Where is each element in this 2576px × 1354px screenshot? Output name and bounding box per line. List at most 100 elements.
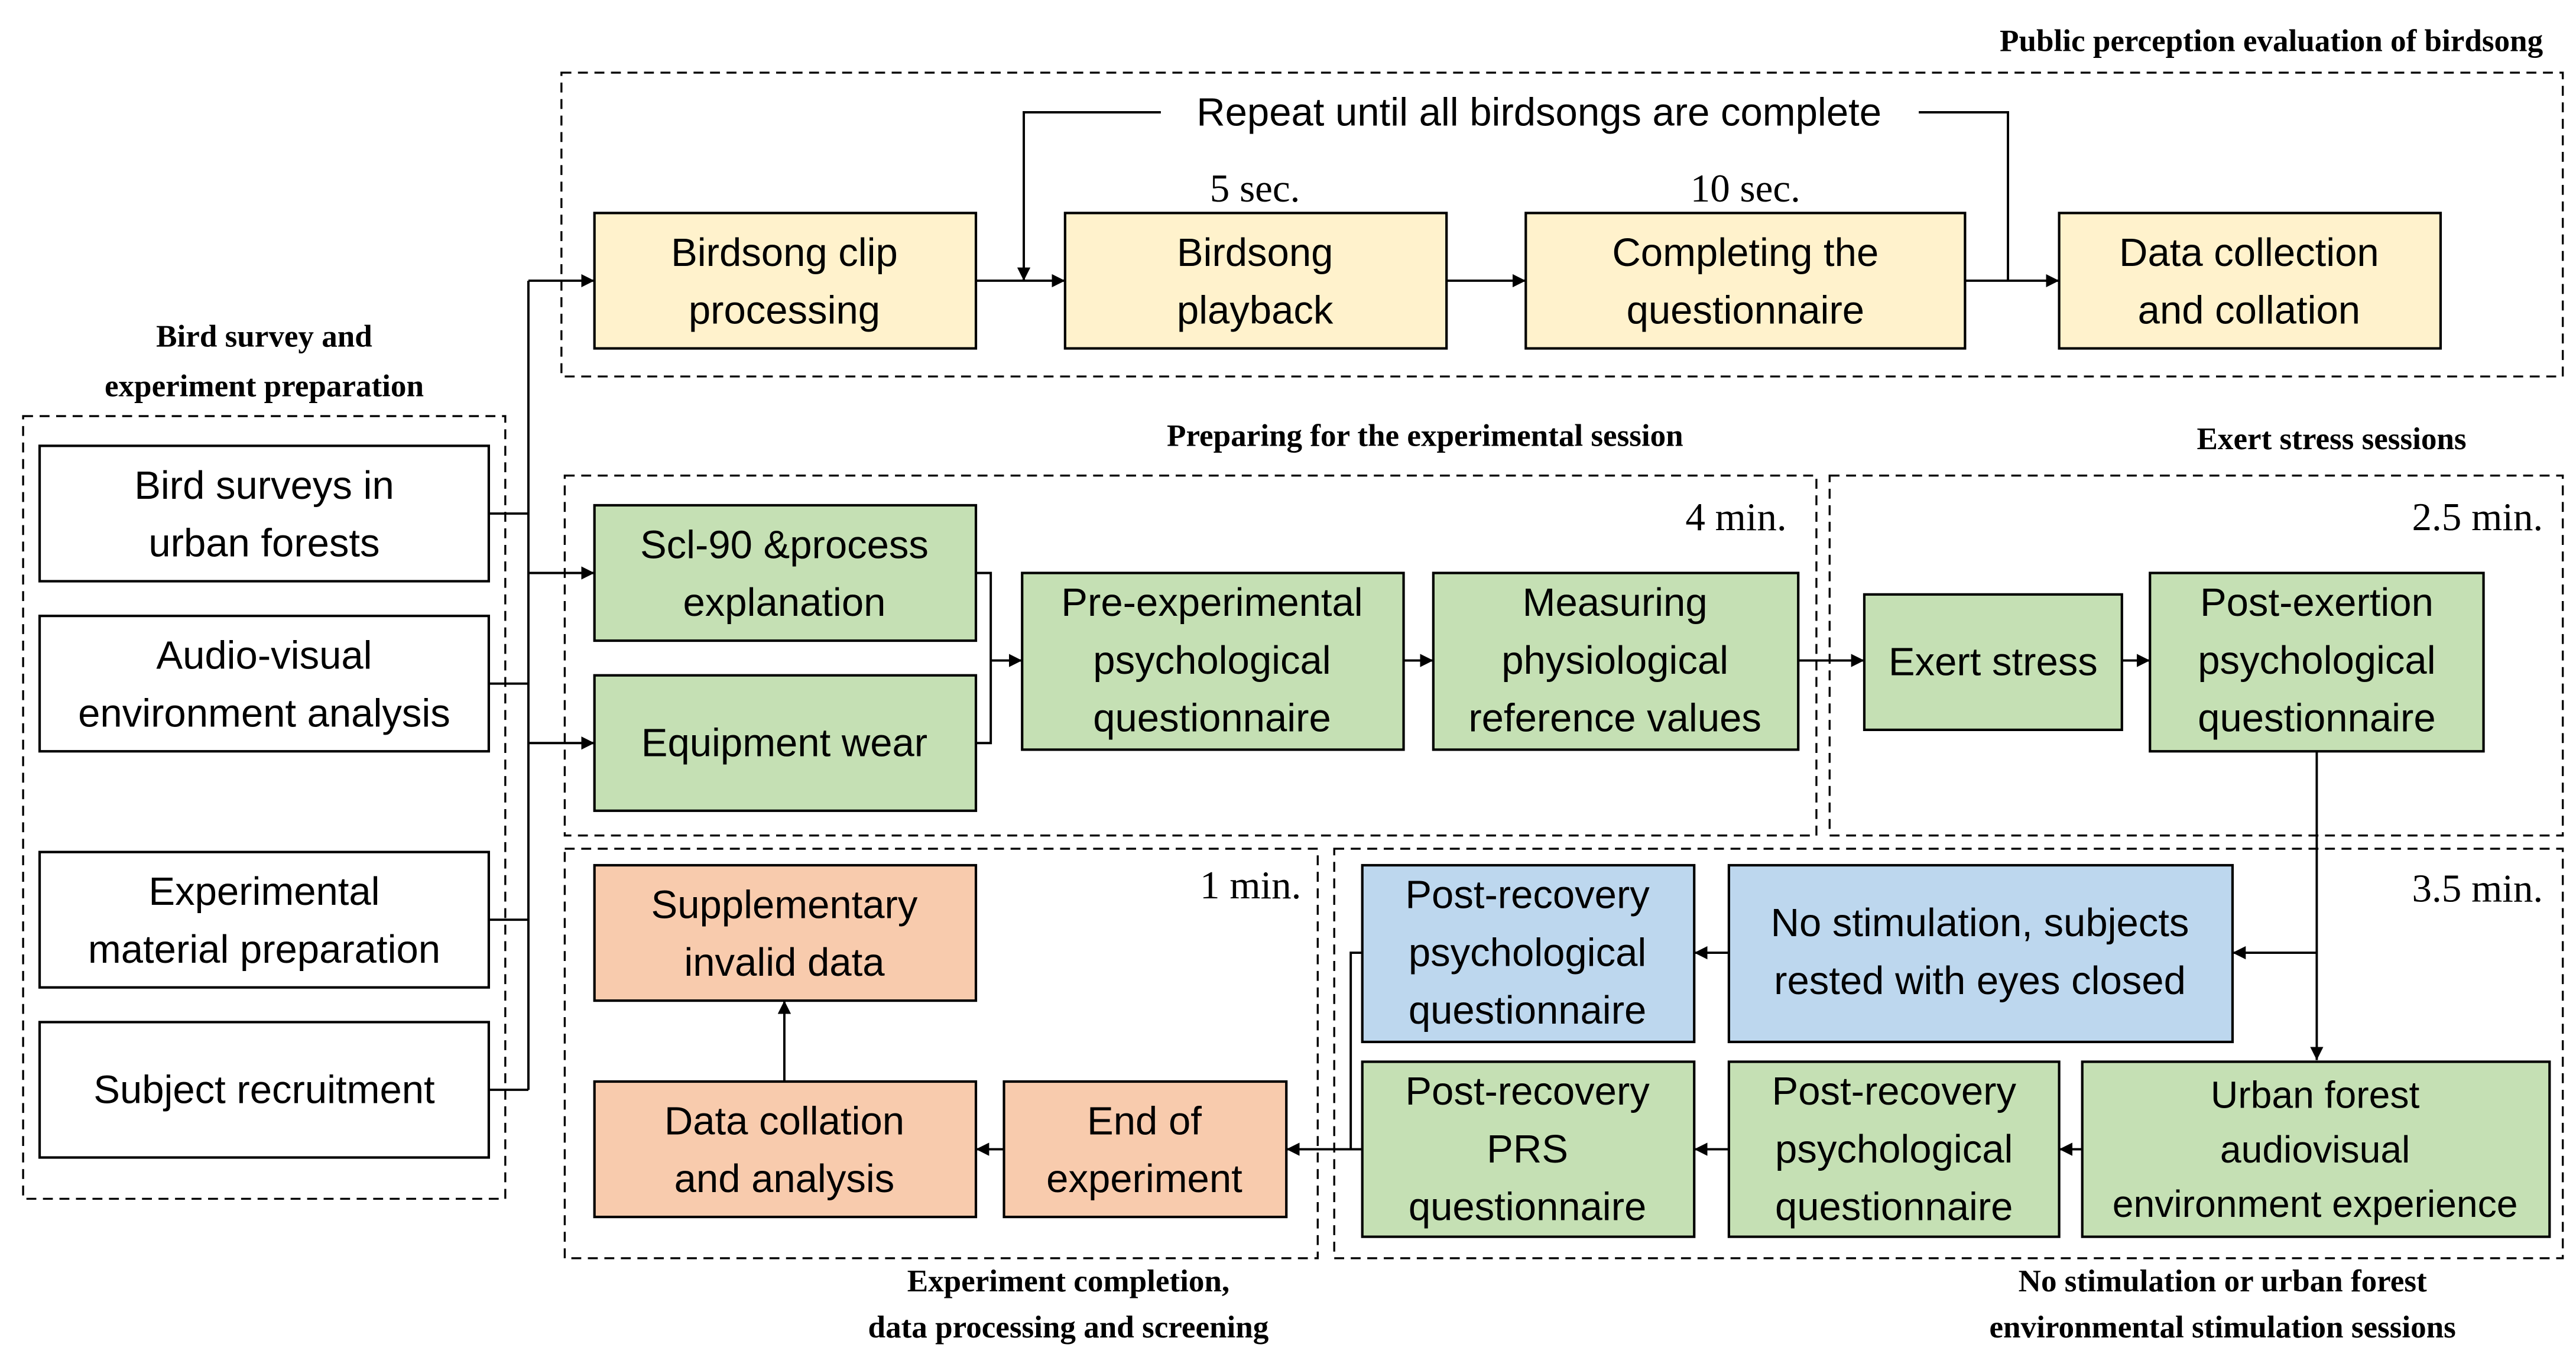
- node-post-exertion: [2149, 572, 2485, 753]
- title-completion-line1: Experiment completion,: [907, 1264, 1229, 1298]
- section-frames: [22, 72, 2564, 1259]
- label-post-exertion-1: Post-exertion: [2200, 580, 2434, 625]
- label-subject-recruitment: Subject recruitment: [93, 1067, 435, 1112]
- label-data-collection-2: and collation: [2138, 288, 2360, 333]
- label-post-rec-green-1: Post-recovery: [1772, 1069, 2017, 1113]
- timing-completion: 1 min.: [1200, 863, 1301, 907]
- label-post-rec-blue-1: Post-recovery: [1405, 873, 1650, 917]
- label-prs-1: Post-recovery: [1405, 1069, 1650, 1113]
- label-data-analysis-1: Data collation: [664, 1099, 904, 1143]
- label-supplementary-1: Supplementary: [651, 882, 918, 927]
- node-data-analysis: [593, 1080, 978, 1219]
- title-completion-line2: data processing and screening: [868, 1310, 1269, 1345]
- node-end-experiment: [1003, 1080, 1288, 1219]
- label-playback-1: Birdsong: [1177, 230, 1334, 275]
- timing-labels: 5 sec. 10 sec. 4 min. 2.5 min. 1 min. 3.…: [1200, 166, 2543, 911]
- label-post-exertion-3: questionnaire: [2198, 696, 2435, 741]
- connector-recovery-merge: [1349, 952, 1362, 1151]
- label-data-analysis-2: and analysis: [674, 1157, 895, 1201]
- recovery-frame: [1333, 848, 2564, 1259]
- title-bird-survey-line1: Bird survey and: [156, 320, 372, 354]
- label-measuring-3: reference values: [1468, 696, 1761, 741]
- section-titles: Public perception evaluation of birdsong…: [105, 24, 2543, 1345]
- title-exert-stress: Exert stress sessions: [2197, 422, 2467, 456]
- node-prs: [1361, 1060, 1696, 1238]
- node-clip-processing: [593, 212, 978, 350]
- label-data-collection-1: Data collection: [2119, 230, 2379, 275]
- label-urban-forest-3: environment experience: [2113, 1183, 2518, 1225]
- node-equipment: [593, 674, 978, 812]
- bird-survey-frame: [22, 415, 507, 1200]
- timing-playback: 5 sec.: [1210, 166, 1300, 210]
- label-playback-2: playback: [1177, 288, 1334, 333]
- label-urban-forest-2: audiovisual: [2220, 1128, 2410, 1171]
- label-material-prep-2: material preparation: [88, 927, 440, 972]
- node-scl90: [593, 504, 978, 642]
- label-end-experiment-1: End of: [1087, 1099, 1202, 1143]
- title-public-perception: Public perception evaluation of birdsong: [2000, 24, 2543, 59]
- node-supplementary: [593, 863, 978, 1002]
- label-measuring-2: physiological: [1501, 638, 1728, 683]
- label-scl90-2: explanation: [683, 580, 886, 625]
- label-clip-processing-1: Birdsong clip: [671, 230, 898, 275]
- label-equipment: Equipment wear: [641, 721, 927, 765]
- repeat-loop-left: [1017, 111, 1161, 281]
- nodes: [38, 212, 2551, 1238]
- timing-questionnaire: 10 sec.: [1691, 166, 1800, 210]
- label-post-rec-blue-3: questionnaire: [1409, 988, 1646, 1032]
- repeat-label: Repeat until all birdsongs are complete: [1196, 90, 1881, 134]
- label-material-prep-1: Experimental: [148, 869, 379, 914]
- label-no-stim-2: rested with eyes closed: [1774, 959, 2186, 1003]
- label-no-stim-1: No stimulation, subjects: [1771, 901, 2189, 945]
- label-completing-questionnaire-1: Completing the: [1612, 230, 1879, 275]
- node-bird-surveys: [38, 444, 490, 583]
- node-urban-forest: [2081, 1060, 2551, 1238]
- connectors: [488, 111, 2324, 1156]
- label-prs-2: PRS: [1487, 1127, 1568, 1171]
- node-subject-recruitment: [38, 1021, 490, 1159]
- node-post-recovery-green: [1727, 1060, 2061, 1238]
- label-pre-exp-1: Pre-experimental: [1061, 580, 1362, 625]
- label-end-experiment-2: experiment: [1046, 1157, 1242, 1201]
- label-audio-visual-1: Audio-visual: [156, 634, 372, 678]
- node-labels: Bird surveys in urban forests Audio-visu…: [78, 230, 2517, 1229]
- title-recovery-line2: environmental stimulation sessions: [1989, 1310, 2455, 1345]
- title-bird-survey-line2: experiment preparation: [105, 369, 424, 404]
- node-data-collection: [2058, 212, 2442, 350]
- timing-exert: 2.5 min.: [2412, 495, 2543, 539]
- label-exert-stress: Exert stress: [1889, 640, 2098, 684]
- label-completing-questionnaire-2: questionnaire: [1627, 288, 1864, 333]
- label-post-rec-green-2: psychological: [1775, 1127, 2013, 1171]
- exert-stress-frame: [1828, 474, 2564, 837]
- title-preparing: Preparing for the experimental session: [1167, 418, 1683, 453]
- label-measuring-1: Measuring: [1523, 580, 1708, 625]
- node-pre-exp-questionnaire: [1021, 572, 1405, 751]
- timing-recovery: 3.5 min.: [2412, 866, 2543, 910]
- repeat-loop-right: [1919, 111, 2009, 281]
- label-pre-exp-3: questionnaire: [1093, 696, 1331, 741]
- label-prs-3: questionnaire: [1409, 1185, 1646, 1229]
- node-material-prep: [38, 850, 490, 989]
- node-post-recovery-blue: [1361, 863, 1696, 1044]
- timing-preparing: 4 min.: [1685, 495, 1786, 539]
- node-playback: [1063, 212, 1448, 350]
- label-audio-visual-2: environment analysis: [78, 691, 450, 735]
- completion-frame: [563, 848, 1319, 1259]
- label-pre-exp-2: psychological: [1093, 638, 1331, 683]
- label-scl90-1: Scl-90 &process: [640, 522, 929, 567]
- label-urban-forest-1: Urban forest: [2211, 1074, 2420, 1116]
- label-bird-surveys-1: Bird surveys in: [134, 463, 394, 508]
- node-completing-questionnaire: [1524, 212, 1967, 350]
- node-exert-stress: [1863, 593, 2123, 732]
- node-no-stimulation: [1727, 863, 2234, 1044]
- label-post-rec-blue-2: psychological: [1409, 930, 1646, 975]
- node-audio-visual: [38, 615, 490, 753]
- label-post-rec-green-3: questionnaire: [1775, 1185, 2013, 1229]
- connector-scl90-merge: [976, 572, 992, 745]
- node-measuring: [1432, 572, 1800, 751]
- label-bird-surveys-2: urban forests: [148, 521, 379, 566]
- preparing-frame: [563, 474, 1818, 837]
- label-clip-processing-2: processing: [689, 288, 880, 333]
- label-supplementary-2: invalid data: [684, 940, 885, 985]
